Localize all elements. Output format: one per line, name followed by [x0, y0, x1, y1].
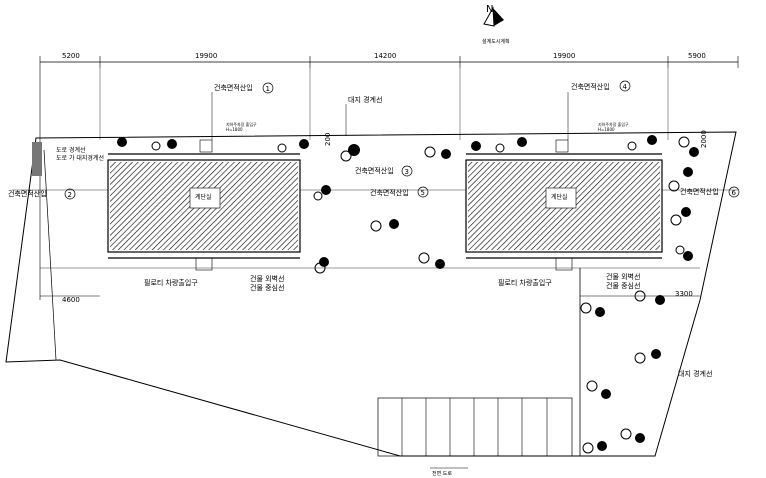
stair-left: 계단실: [195, 193, 212, 201]
svg-text:5: 5: [421, 189, 425, 197]
small-note-right-2: H=1800: [598, 127, 615, 132]
svg-text:6: 6: [732, 189, 737, 197]
svg-text:1: 1: [266, 85, 270, 93]
north-arrow-icon: [483, 6, 504, 27]
area6-label: 건축면적산입: [680, 187, 719, 196]
tree-icon: [117, 135, 699, 454]
dim-3: 14200: [374, 52, 396, 60]
dim-right-vertical: 2000: [700, 130, 708, 148]
dim-4: 19900: [553, 52, 575, 60]
small-note-left-2: H=1800: [226, 127, 243, 132]
area5-label: 건축면적산입: [370, 188, 409, 197]
bldg-center-left: 건물 중심선: [250, 283, 284, 292]
small-note-right: 지하주차장 출입구: [598, 121, 629, 127]
road-boundary-label: 도로 경계선: [56, 146, 86, 154]
bldg-center-right: 건물 중심선: [606, 281, 640, 290]
bldg-outer-right: 건물 외벽선: [606, 272, 640, 281]
area2-label: 건축면적산입: [8, 189, 47, 198]
dim-5: 5900: [688, 52, 706, 60]
svg-text:2: 2: [68, 191, 72, 199]
dim-left-side: 4600: [62, 296, 80, 304]
building-right: [465, 139, 663, 271]
area1-label: 건축면적산입: [214, 83, 253, 92]
dim-2: 19900: [195, 52, 217, 60]
dim-1: 5200: [62, 52, 80, 60]
site-boundary-top-label: 대지 경계선: [348, 95, 382, 104]
small-note-left: 지하주차장 출입구: [226, 121, 257, 127]
building-left: [107, 139, 301, 271]
top-dimension-line: [39, 56, 739, 300]
stair-right: 계단실: [551, 193, 568, 201]
svg-text:4: 4: [623, 83, 628, 91]
area4-label: 건축면적산입: [571, 82, 610, 91]
north-caption: 설계도시계획: [482, 38, 510, 45]
road-bottom-label: 전면 도로: [432, 470, 452, 477]
road-hatch: [32, 142, 42, 176]
bldg-outer-left: 건물 외벽선: [250, 274, 284, 283]
north-label: N: [486, 4, 493, 15]
area3-label: 건축면적산입: [355, 166, 394, 175]
vehicle-exit-right: 필로티 차량출입구: [498, 278, 552, 287]
site-boundary-right-label: 대지 경계선: [678, 369, 712, 378]
dim-mid-vertical: 200: [324, 133, 332, 146]
svg-text:3: 3: [405, 168, 409, 176]
road-boundary-label-2: 도로 가 대지경계선: [56, 154, 104, 162]
vehicle-exit-left: 필로티 차량출입구: [144, 278, 198, 287]
parking-stalls: [377, 397, 573, 457]
dim-right-side: 3300: [675, 290, 693, 298]
